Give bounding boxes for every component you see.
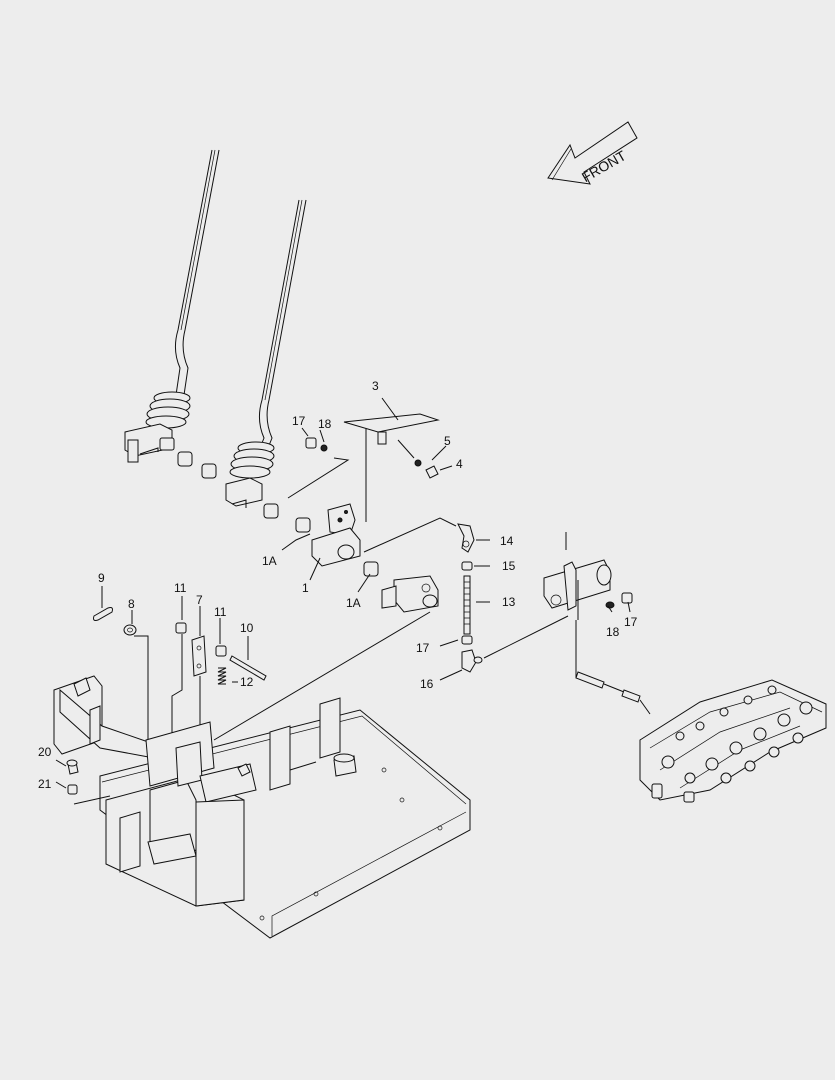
small-hardware-left — [93, 607, 267, 760]
callout-9: 9 — [98, 571, 105, 585]
callout-13: 13 — [502, 595, 516, 609]
shaft-bushings — [159, 437, 379, 577]
callout-18-top: 18 — [318, 417, 332, 431]
callout-labels: 3 17 18 5 4 14 15 13 17 16 1A 1 1A 18 17… — [38, 379, 638, 791]
callout-3: 3 — [372, 379, 379, 393]
callout-15: 15 — [502, 559, 516, 573]
control-cable — [575, 620, 651, 715]
left-mounting-bracket — [53, 675, 155, 759]
callout-11-left: 11 — [174, 581, 187, 595]
callout-1: 1 — [302, 581, 309, 595]
right-shaft-housing — [381, 575, 439, 613]
callout-17-top: 17 — [292, 414, 306, 428]
pivot-bracket — [311, 503, 361, 567]
right-bracket-assembly — [483, 532, 633, 659]
callout-18-right: 18 — [606, 625, 620, 639]
callout-17-right: 17 — [624, 615, 638, 629]
callout-17-mid: 17 — [416, 641, 430, 655]
callout-1a-left: 1A — [262, 554, 277, 568]
pedal — [343, 413, 440, 522]
callout-5: 5 — [444, 434, 451, 448]
control-valve-block — [639, 679, 827, 803]
right-control-lever — [225, 199, 307, 508]
callout-4: 4 — [456, 457, 463, 471]
center-frame — [105, 721, 257, 907]
callout-8: 8 — [128, 597, 135, 611]
small-hardware-top — [287, 437, 439, 499]
callout-1a-right: 1A — [346, 596, 361, 610]
leader-lines — [55, 397, 631, 789]
left-control-lever — [124, 149, 220, 463]
front-arrow: FRONT — [547, 121, 638, 185]
linkage-rod-assembly — [363, 517, 483, 673]
callout-20: 20 — [38, 745, 52, 759]
base-posts — [269, 697, 357, 791]
callout-11-right: 11 — [214, 605, 227, 619]
callout-12: 12 — [240, 675, 254, 689]
small-hardware-bottom-left — [66, 759, 111, 805]
callout-7: 7 — [196, 593, 203, 607]
callout-10: 10 — [240, 621, 254, 635]
callout-14: 14 — [500, 534, 514, 548]
callout-16: 16 — [420, 677, 434, 691]
callout-21: 21 — [38, 777, 52, 791]
